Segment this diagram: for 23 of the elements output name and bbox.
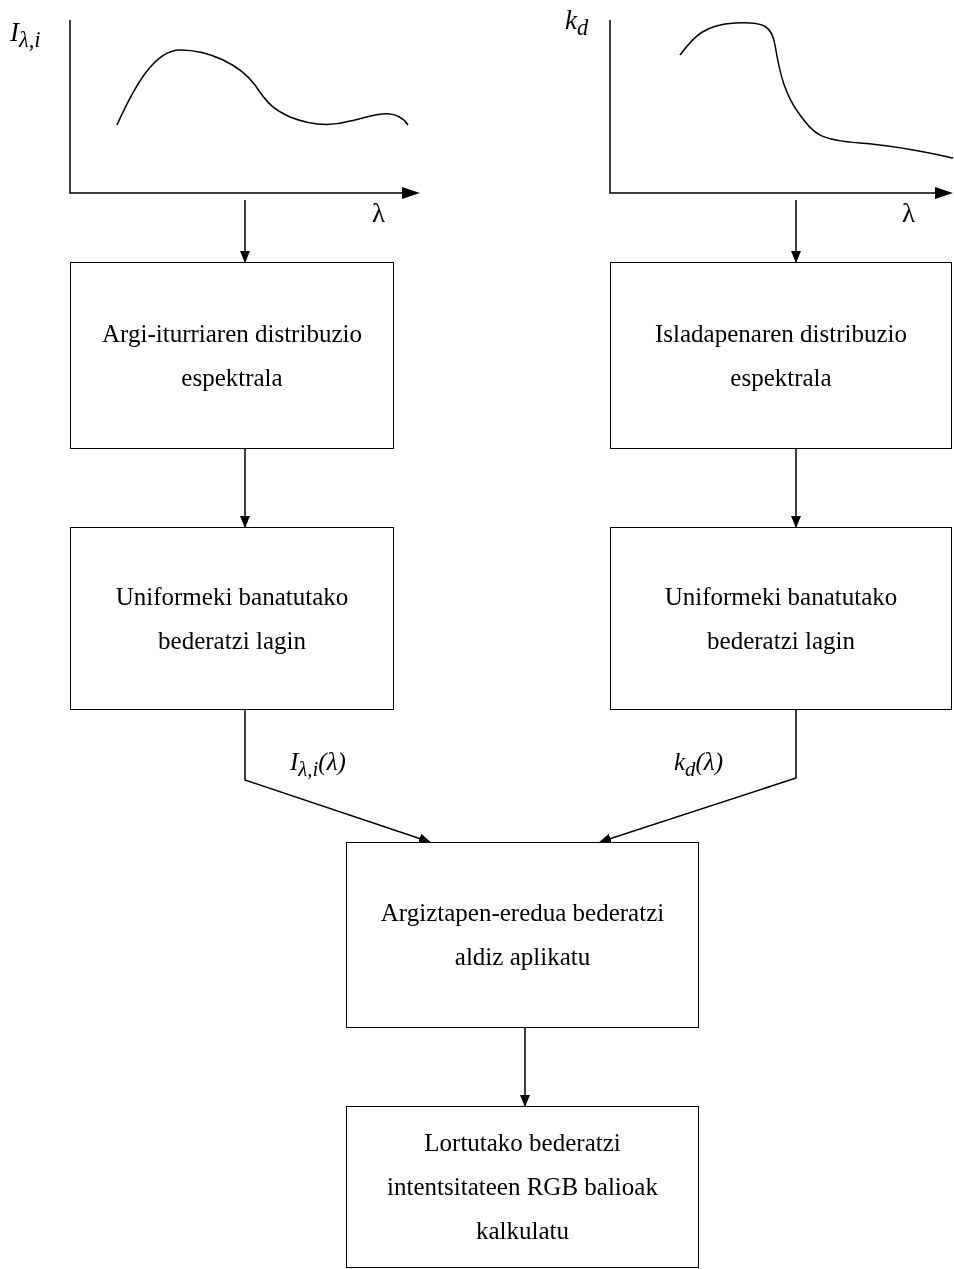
arrow (791, 448, 801, 528)
arrow (599, 709, 797, 844)
process-box (346, 1106, 699, 1268)
axis-label: λ (372, 198, 386, 229)
arrow (240, 199, 250, 263)
axis-label: λ (902, 198, 916, 229)
arrow (520, 1027, 530, 1107)
box-text: Uniformeki banatutako bederatzi lagin (663, 581, 899, 656)
process-box (346, 842, 699, 1028)
process-box (70, 527, 394, 710)
axis-label: I$_{λ,i}$ (10, 17, 41, 54)
process-box (610, 527, 952, 710)
axis-label: k$_{d}$ (565, 5, 589, 42)
process-box (610, 262, 952, 449)
box-text: Argi-iturriaren distribuzio espektrala (101, 318, 363, 393)
box-text: Uniformeki banatutako bederatzi lagin (114, 581, 350, 656)
box-text: Lortutako bederatzi intentsitateen RGB balioak kalkulatu (386, 1128, 659, 1246)
process-box (70, 262, 394, 449)
arrow (240, 448, 250, 528)
arrow (791, 199, 801, 263)
arrow (244, 709, 431, 844)
box-text: Argiztapen-eredua bederatzi aldiz aplikatu (379, 898, 666, 972)
box-text: Isladapenaren distribuzio espektrala (654, 318, 908, 393)
